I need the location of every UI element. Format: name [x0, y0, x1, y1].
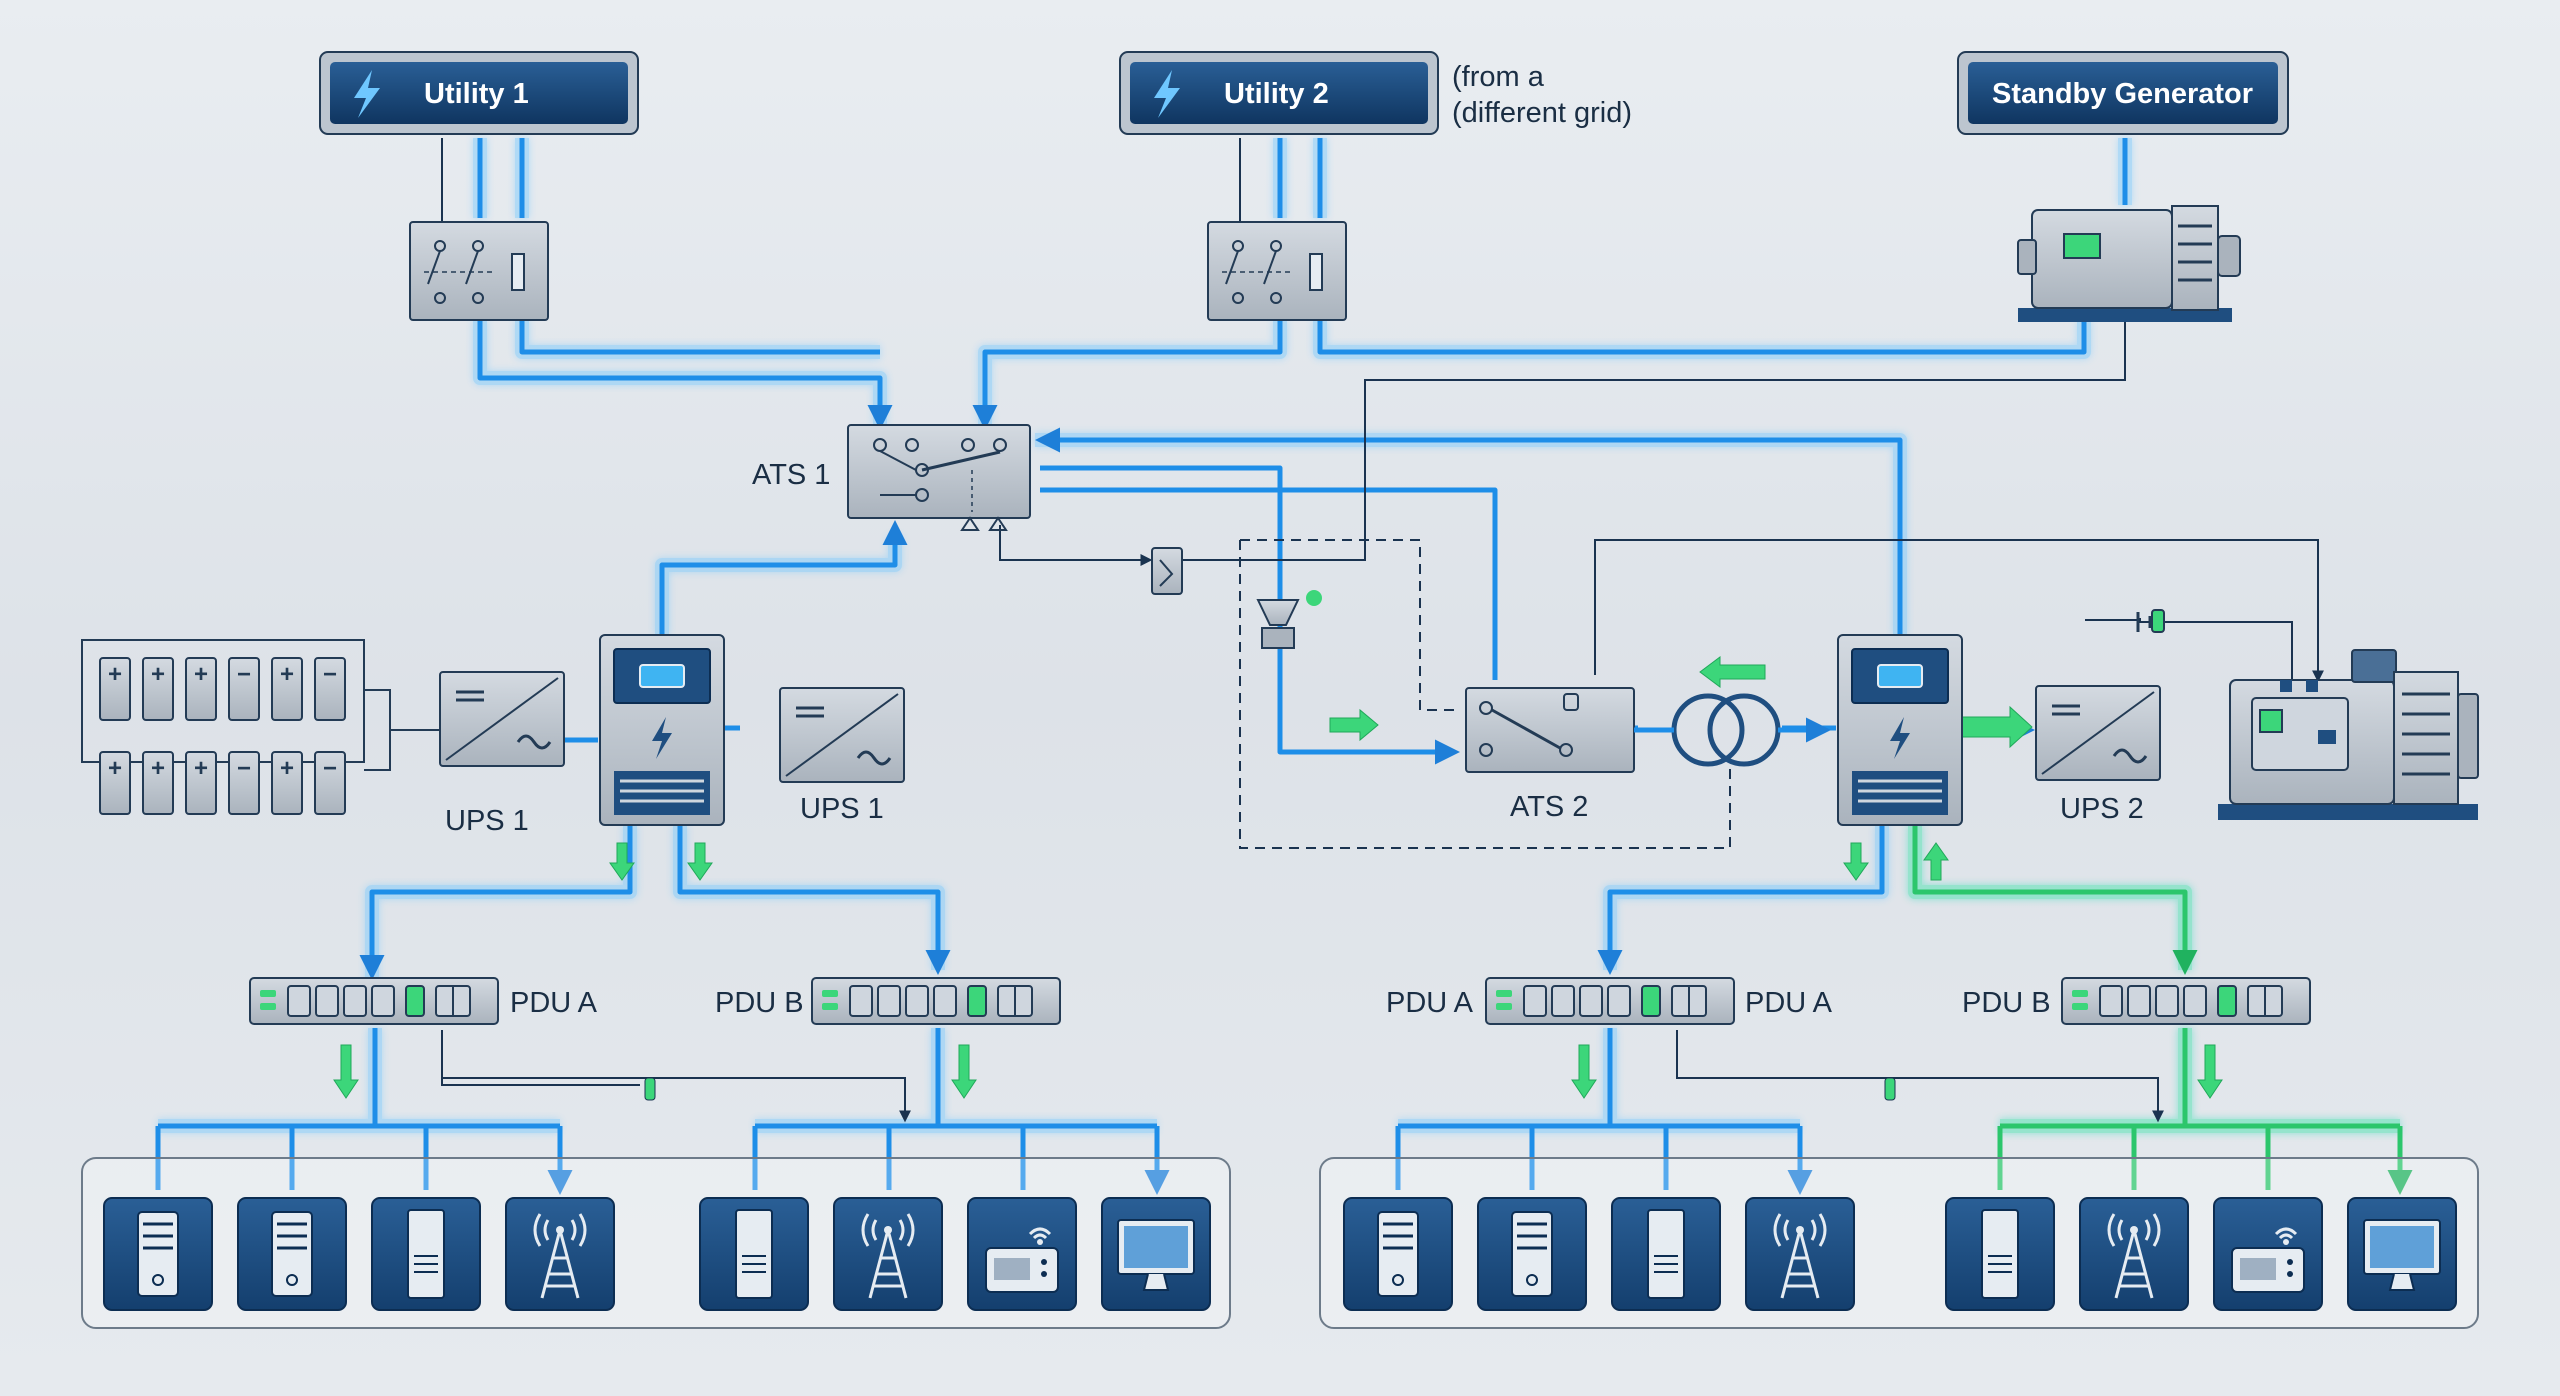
ats-1-label: ATS 1: [752, 459, 830, 491]
svg-text:+: +: [194, 755, 208, 782]
svg-text:+: +: [280, 755, 294, 782]
svg-text:+: +: [194, 661, 208, 688]
utility-2-label: Utility 2: [1224, 78, 1329, 110]
pdu-b-left-strip[interactable]: [811, 977, 1061, 1025]
tower-server-icon[interactable]: [1945, 1197, 2055, 1311]
standby-generator-label: Standby Generator: [1992, 78, 2253, 110]
ups-2-label: UPS 2: [2060, 793, 2144, 825]
svg-text:−: −: [323, 755, 337, 782]
pdu-b-right-strip[interactable]: [2061, 977, 2311, 1025]
utility-2-breaker: [1207, 221, 1347, 321]
ups-1-cabinet[interactable]: [598, 633, 726, 827]
server-icon[interactable]: [1476, 1196, 1588, 1312]
svg-text:+: +: [280, 661, 294, 688]
radio-tower-icon[interactable]: [832, 1196, 944, 1312]
pdu-a-left-label: PDU A: [510, 987, 598, 1019]
monitor-icon[interactable]: [2347, 1197, 2457, 1311]
standby-generator-source[interactable]: Standby Generator: [1957, 51, 2289, 135]
radio-tower-icon[interactable]: [2078, 1196, 2190, 1312]
svg-text:−: −: [237, 755, 251, 782]
utility-2-source[interactable]: Utility 2: [1119, 51, 1439, 135]
ups-2-cabinet[interactable]: [1836, 633, 1964, 827]
utility-1-label: Utility 1: [424, 78, 529, 110]
radio-tower-icon[interactable]: [1744, 1196, 1856, 1312]
sensor-icon: [1256, 590, 1322, 649]
tower-server-icon[interactable]: [371, 1197, 481, 1311]
server-icon[interactable]: [102, 1196, 214, 1312]
control-signal-lines: [441, 138, 2324, 1120]
radio-tower-icon[interactable]: [504, 1196, 616, 1312]
status-led: [644, 1077, 656, 1101]
pdu-a-left-strip[interactable]: [249, 977, 499, 1025]
utility-1-breaker: [409, 221, 549, 321]
pdu-b-right-label: PDU B: [1962, 987, 2051, 1019]
pdu-a-right-strip[interactable]: [1485, 977, 1735, 1025]
svg-text:−: −: [237, 661, 251, 688]
control-relay-icon: [1151, 547, 1183, 595]
battery-bank: + + + − + − + + + − + −: [81, 639, 440, 815]
server-icon[interactable]: [1342, 1196, 1454, 1312]
ats-1-contacts-icon: [960, 516, 1008, 531]
lightning-icon: [1154, 70, 1180, 118]
utility-2-note-line2: (different grid): [1452, 97, 1632, 129]
ups-2-inverter: [2034, 684, 2162, 782]
utility-1-source[interactable]: Utility 1: [319, 51, 639, 135]
lightning-icon: [354, 70, 380, 118]
svg-text:+: +: [151, 755, 165, 782]
ups-2-battery-icon: [2136, 609, 2165, 633]
generator-engine-icon: [2017, 205, 2241, 322]
power-feed-lines: [155, 138, 2400, 1190]
transformer-icon: [1634, 693, 1826, 767]
ups-1-output-label: UPS 1: [800, 793, 884, 825]
tower-server-icon[interactable]: [699, 1197, 809, 1311]
pdu-b-left-label: PDU B: [715, 987, 804, 1019]
pdu-a-right-label-2: PDU A: [1745, 987, 1833, 1019]
tower-server-icon[interactable]: [1611, 1197, 1721, 1311]
svg-text:−: −: [323, 661, 337, 688]
status-led: [1884, 1077, 1896, 1101]
ups-1-input-label: UPS 1: [445, 805, 529, 837]
ats-1-switch[interactable]: [847, 424, 1031, 519]
svg-text:+: +: [151, 661, 165, 688]
ats-2-switch[interactable]: [1465, 687, 1635, 773]
router-icon[interactable]: [966, 1196, 1078, 1312]
ups-2-generator-icon: [2218, 649, 2479, 820]
monitor-icon[interactable]: [1101, 1197, 1211, 1311]
svg-text:+: +: [108, 661, 122, 688]
ats-2-label: ATS 2: [1510, 791, 1588, 823]
ups-1-input-inverter: [438, 670, 566, 768]
svg-text:+: +: [108, 755, 122, 782]
ups-1-output-inverter: [778, 686, 906, 784]
router-icon[interactable]: [2212, 1196, 2324, 1312]
pdu-a-right-label-1: PDU A: [1386, 987, 1474, 1019]
utility-2-note-line1: (from a: [1452, 61, 1545, 93]
flow-indicators: [333, 656, 2223, 1099]
server-icon[interactable]: [236, 1196, 348, 1312]
